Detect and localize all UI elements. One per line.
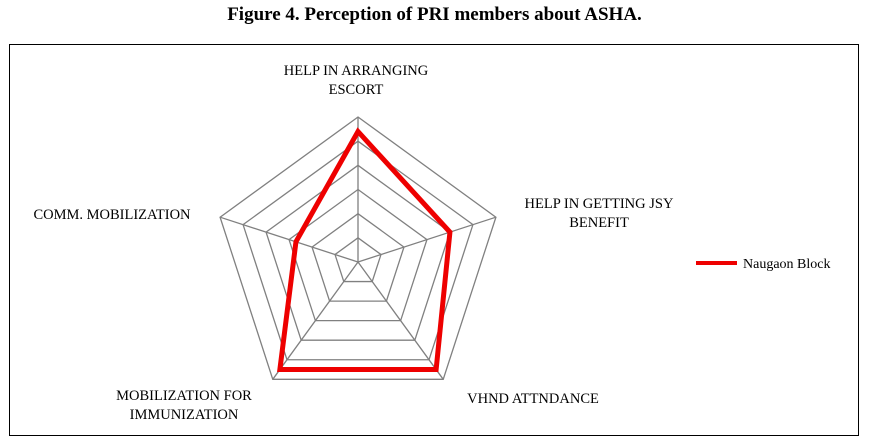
series-line <box>277 127 453 373</box>
radar-grid <box>219 116 497 380</box>
chart-frame <box>9 44 859 436</box>
axis-label-line: ESCORT <box>329 82 384 98</box>
legend-label: Naugaon Block <box>743 257 830 272</box>
axis-label-line: VHND ATTNDANCE <box>467 391 599 407</box>
axis-spoke <box>219 216 359 263</box>
axis-label: VHND ATTNDANCE <box>467 391 599 407</box>
axis-label-line: IMMUNIZATION <box>130 407 239 423</box>
figure-title: Figure 4. Perception of PRI members abou… <box>227 4 642 25</box>
axis-label: HELP IN GETTING JSY BENEFIT <box>525 196 674 231</box>
axis-label: MOBILIZATION FOR IMMUNIZATION <box>116 388 252 423</box>
axis-label-line: HELP IN GETTING JSY <box>525 196 674 212</box>
grid-ring <box>265 164 451 341</box>
radar-spokes <box>219 117 497 380</box>
axis-spoke <box>272 261 359 380</box>
axis-label-line: MOBILIZATION FOR <box>116 388 252 404</box>
grid-ring <box>311 212 405 302</box>
axis-label-line: HELP IN ARRANGING <box>284 63 429 79</box>
axis-spoke <box>357 216 497 263</box>
grid-ring <box>334 237 382 283</box>
grid-ring <box>219 116 497 380</box>
axis-label: HELP IN ARRANGING ESCORT <box>284 63 429 98</box>
axis-label-line: BENEFIT <box>569 215 629 231</box>
grid-ring <box>242 140 474 361</box>
radar-series <box>277 127 453 373</box>
axis-labels: HELP IN ARRANGING ESCORT HELP IN GETTING J… <box>33 63 674 423</box>
legend: Naugaon Block <box>696 257 830 272</box>
axis-spoke <box>357 261 444 380</box>
axis-label: COMM. MOBILIZATION <box>33 207 191 223</box>
axis-label-line: COMM. MOBILIZATION <box>33 207 191 223</box>
